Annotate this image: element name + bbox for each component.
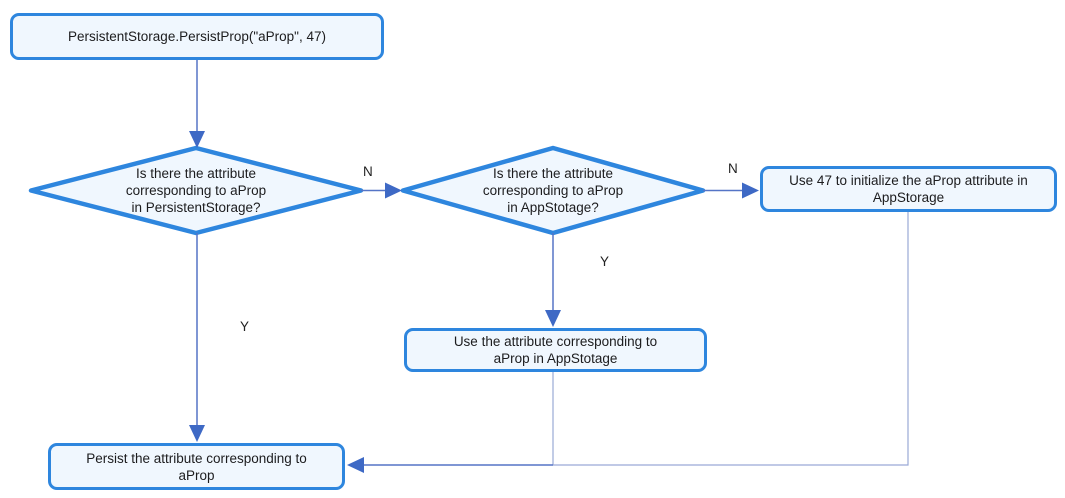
- edge-label-persistent-yes: Y: [240, 319, 250, 334]
- node-decision-persistentstorage-label: Is there the attribute corresponding to …: [125, 166, 267, 215]
- node-start-label: PersistentStorage.PersistProp("aProp", 4…: [68, 29, 326, 44]
- arrowhead-start-to-decision1: [189, 131, 205, 148]
- arrowhead-decision1-to-persist: [189, 425, 205, 442]
- arrowhead-decision1-to-decision2: [385, 182, 402, 199]
- edge-label-appstorage-yes: Y: [600, 254, 610, 269]
- arrowhead-decision2-to-init: [742, 182, 759, 199]
- edge-label-appstorage-no: N: [728, 161, 738, 176]
- arrowhead-decision2-to-use: [545, 310, 561, 327]
- node-decision-appstorage-label: Is there the attribute corresponding to …: [482, 166, 624, 215]
- node-persist-attribute: Persist the attribute corresponding to a…: [48, 443, 345, 490]
- node-use-attribute: Use the attribute corresponding to aProp…: [404, 328, 707, 372]
- node-use-attribute-label: Use the attribute corresponding to aProp…: [453, 334, 658, 366]
- edge-label-persistent-no: N: [363, 164, 373, 179]
- node-init-appstorage: Use 47 to initialize the aProp attribute…: [760, 166, 1057, 212]
- decision-persistentstorage-shape: [28, 145, 364, 236]
- node-init-appstorage-label: Use 47 to initialize the aProp attribute…: [789, 173, 1028, 205]
- node-persist-attribute-label: Persist the attribute corresponding to a…: [86, 450, 307, 483]
- edge-init-to-merge: [553, 212, 909, 466]
- node-start: PersistentStorage.PersistProp("aProp", 4…: [10, 13, 384, 60]
- arrowhead-merge-to-persist: [347, 457, 364, 473]
